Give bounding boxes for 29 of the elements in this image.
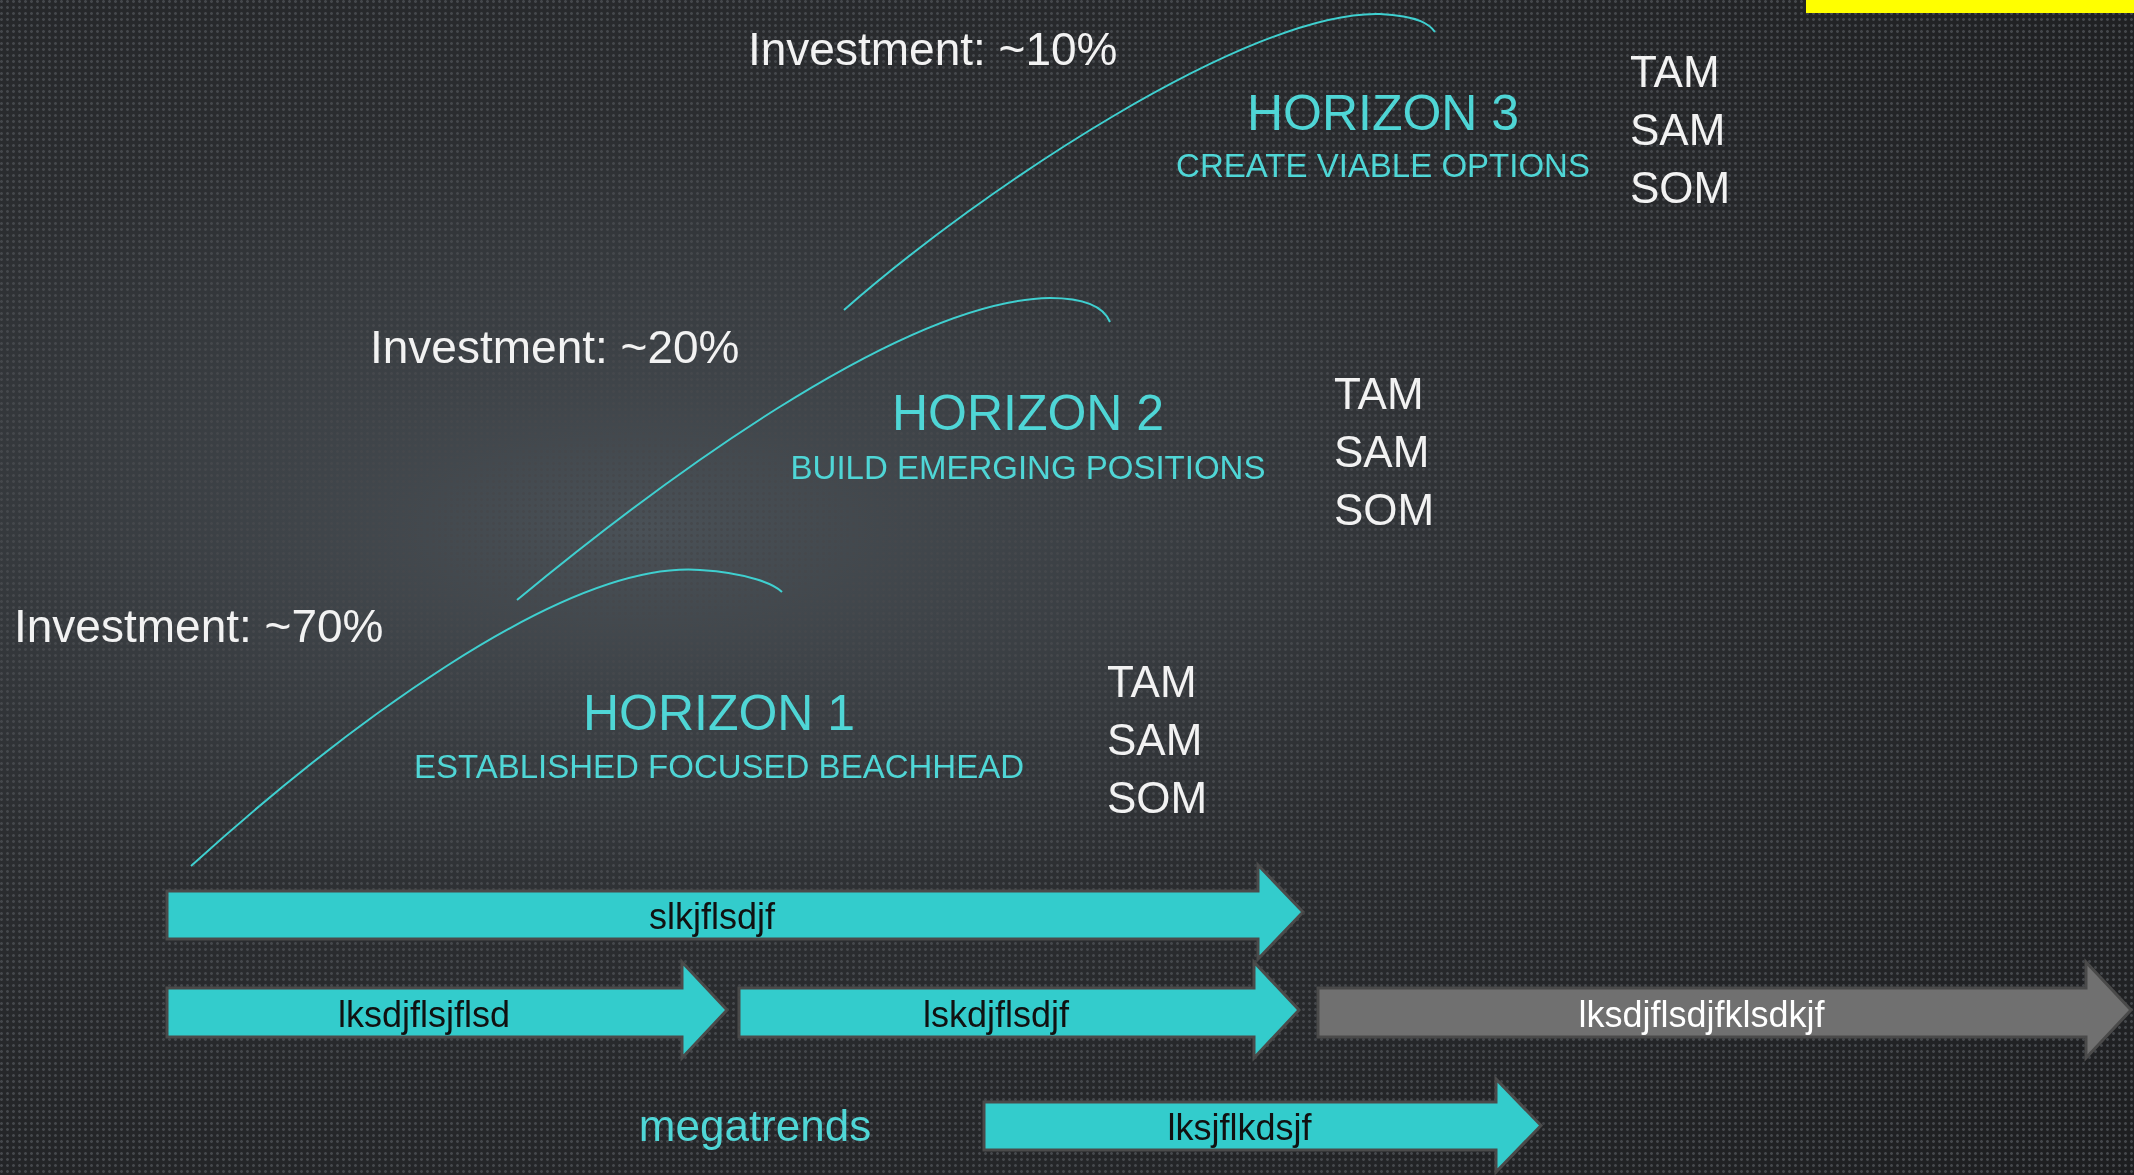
arrow-banner xyxy=(738,961,1300,1059)
horizon-title: HORIZON 1 xyxy=(582,688,856,738)
arrow-text: slkjflsdjf xyxy=(648,899,776,935)
investment-share: Investment: ~70% xyxy=(14,603,384,649)
market-size-term: SOM xyxy=(1334,488,1435,532)
horizon-subtitle: BUILD EMERGING POSITIONS xyxy=(790,451,1266,484)
horizon-title: HORIZON 3 xyxy=(1246,88,1520,138)
horizon-subtitle: CREATE VIABLE OPTIONS xyxy=(1176,149,1590,182)
arrow-banner xyxy=(166,961,728,1059)
arrow-banner xyxy=(166,864,1304,960)
horizon-title: HORIZON 2 xyxy=(891,388,1165,438)
market-size-term: SAM xyxy=(1630,108,1726,152)
arrow-text: lksdjflsdjfklsdkjf xyxy=(1577,996,1826,1033)
investment-share: Investment: ~20% xyxy=(370,324,740,370)
arrow-banner xyxy=(983,1078,1542,1173)
market-size-term: TAM xyxy=(1107,660,1197,704)
market-size-term: TAM xyxy=(1630,50,1720,94)
arrow-text: lksdjflsjflsd xyxy=(336,996,511,1033)
arrow-text: lksjflkdsjf xyxy=(1166,1110,1313,1146)
market-size-term: SOM xyxy=(1630,166,1731,210)
market-size-term: SOM xyxy=(1107,776,1208,820)
market-size-term: TAM xyxy=(1334,372,1424,416)
arrow-banner xyxy=(1317,961,2132,1059)
market-size-term: SAM xyxy=(1107,718,1203,762)
arrow-text: lskdjflsdjf xyxy=(921,996,1070,1033)
investment-share: Investment: ~10% xyxy=(748,26,1118,72)
horizon-subtitle: ESTABLISHED FOCUSED BEACHHEAD xyxy=(414,750,1024,783)
row-label: megatrends xyxy=(638,1104,872,1148)
market-size-term: SAM xyxy=(1334,430,1430,474)
